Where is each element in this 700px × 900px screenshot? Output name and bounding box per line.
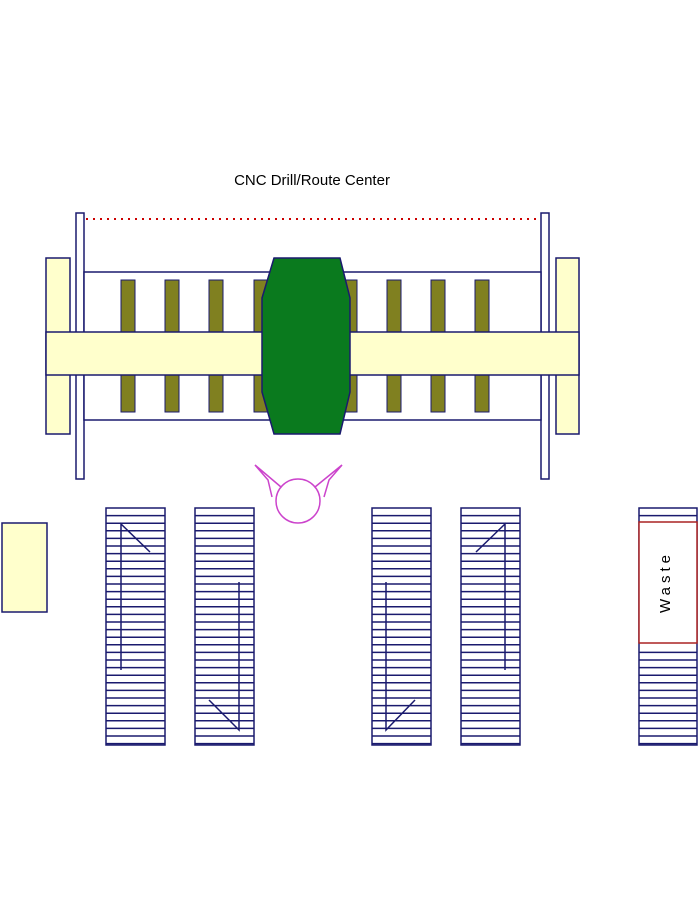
stack-frame bbox=[194, 507, 255, 746]
operator-left-arm bbox=[254, 464, 282, 498]
spindle-head bbox=[261, 257, 351, 435]
waste-label: Waste bbox=[657, 551, 674, 613]
stack-frame bbox=[105, 507, 166, 746]
waste-area bbox=[638, 521, 698, 644]
material-stack bbox=[105, 507, 166, 746]
material-stack bbox=[371, 507, 432, 746]
stack-frame bbox=[460, 507, 521, 746]
flow-arrow-icon bbox=[208, 582, 240, 732]
operator-head bbox=[275, 478, 321, 524]
control-cabinet bbox=[1, 522, 48, 613]
operator-symbol bbox=[254, 464, 343, 524]
flow-arrow-icon bbox=[385, 582, 416, 732]
material-stack bbox=[194, 507, 255, 746]
stack-frame bbox=[371, 507, 432, 746]
flow-arrow-icon bbox=[120, 522, 151, 670]
flow-arrow-icon bbox=[475, 522, 506, 670]
diagram-title: CNC Drill/Route Center bbox=[234, 172, 390, 189]
material-stack bbox=[460, 507, 521, 746]
operator-right-arm bbox=[314, 464, 343, 498]
